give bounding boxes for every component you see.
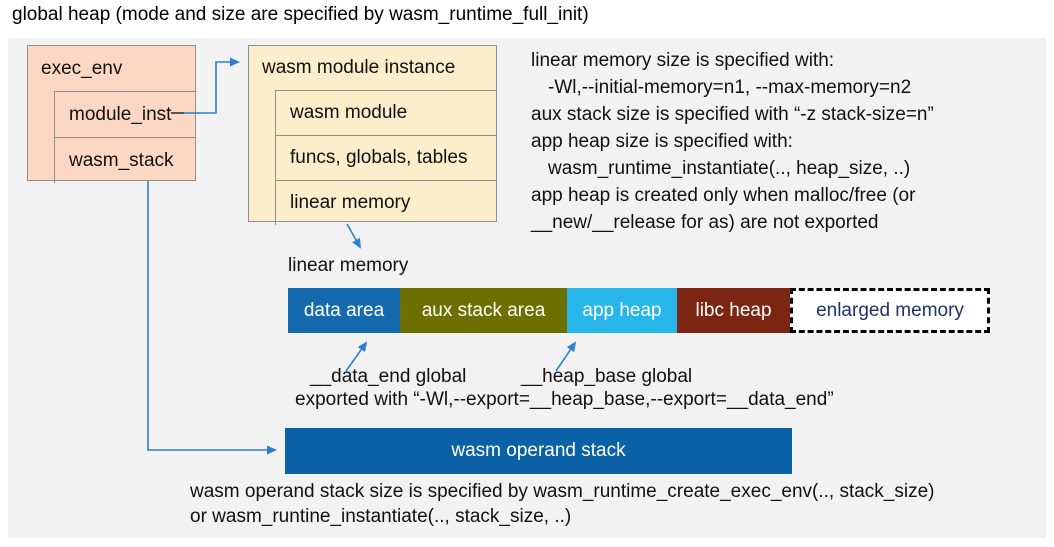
data-end-global-label: __data_end global — [310, 366, 467, 387]
note-line: linear memory size is specified with: — [531, 50, 835, 71]
module-instance-row-linear-memory: linear memory — [275, 180, 496, 225]
memory-segment-data-area: data area — [288, 288, 400, 333]
page-title: global heap (mode and size are specified… — [12, 4, 589, 25]
operand-stack-box: wasm operand stack — [285, 428, 792, 474]
note-line: aux stack size is specified with “-z sta… — [531, 104, 934, 125]
notes-right: linear memory size is specified with: -Wl… — [531, 47, 934, 236]
exec-env-header: exec_env — [41, 57, 123, 79]
note-line: -Wl,--initial-memory=n1, --max-memory=n2 — [548, 77, 912, 98]
memory-segment-enlarged-memory: enlarged memory — [790, 288, 990, 333]
note-line: wasm_runtime_instantiate(.., heap_size, … — [548, 158, 911, 179]
note-line: app heap size is specified with: — [531, 131, 793, 152]
memory-segment-libc-heap: libc heap — [677, 288, 790, 333]
memory-segment-aux-stack-area: aux stack area — [400, 288, 567, 333]
note-line: wasm operand stack size is specified by … — [190, 481, 935, 502]
module-instance-header: wasm module instance — [262, 57, 456, 78]
exec-env-row-wasm-stack: wasm_stack — [54, 137, 195, 183]
note-line: app heap is created only when malloc/fre… — [531, 185, 916, 206]
exec-env-row-module-inst: module_inst — [54, 91, 195, 137]
module-instance-row-funcs-globals-tables: funcs, globals, tables — [275, 135, 496, 180]
linear-memory-label: linear memory — [288, 255, 409, 276]
note-line: or wasm_runtine_instantiate(.., stack_si… — [190, 506, 572, 527]
memory-segment-app-heap: app heap — [567, 288, 677, 333]
exported-flags-note: exported with “-Wl,--export=__heap_base,… — [295, 389, 834, 410]
notes-bottom: wasm operand stack size is specified by … — [190, 479, 935, 529]
module-instance-row-wasm-module: wasm module — [275, 90, 496, 135]
heap-base-global-label: __heap_base global — [521, 366, 693, 387]
operand-stack-label: wasm operand stack — [451, 440, 626, 461]
note-line: __new/__release for as) are not exported — [531, 212, 879, 233]
